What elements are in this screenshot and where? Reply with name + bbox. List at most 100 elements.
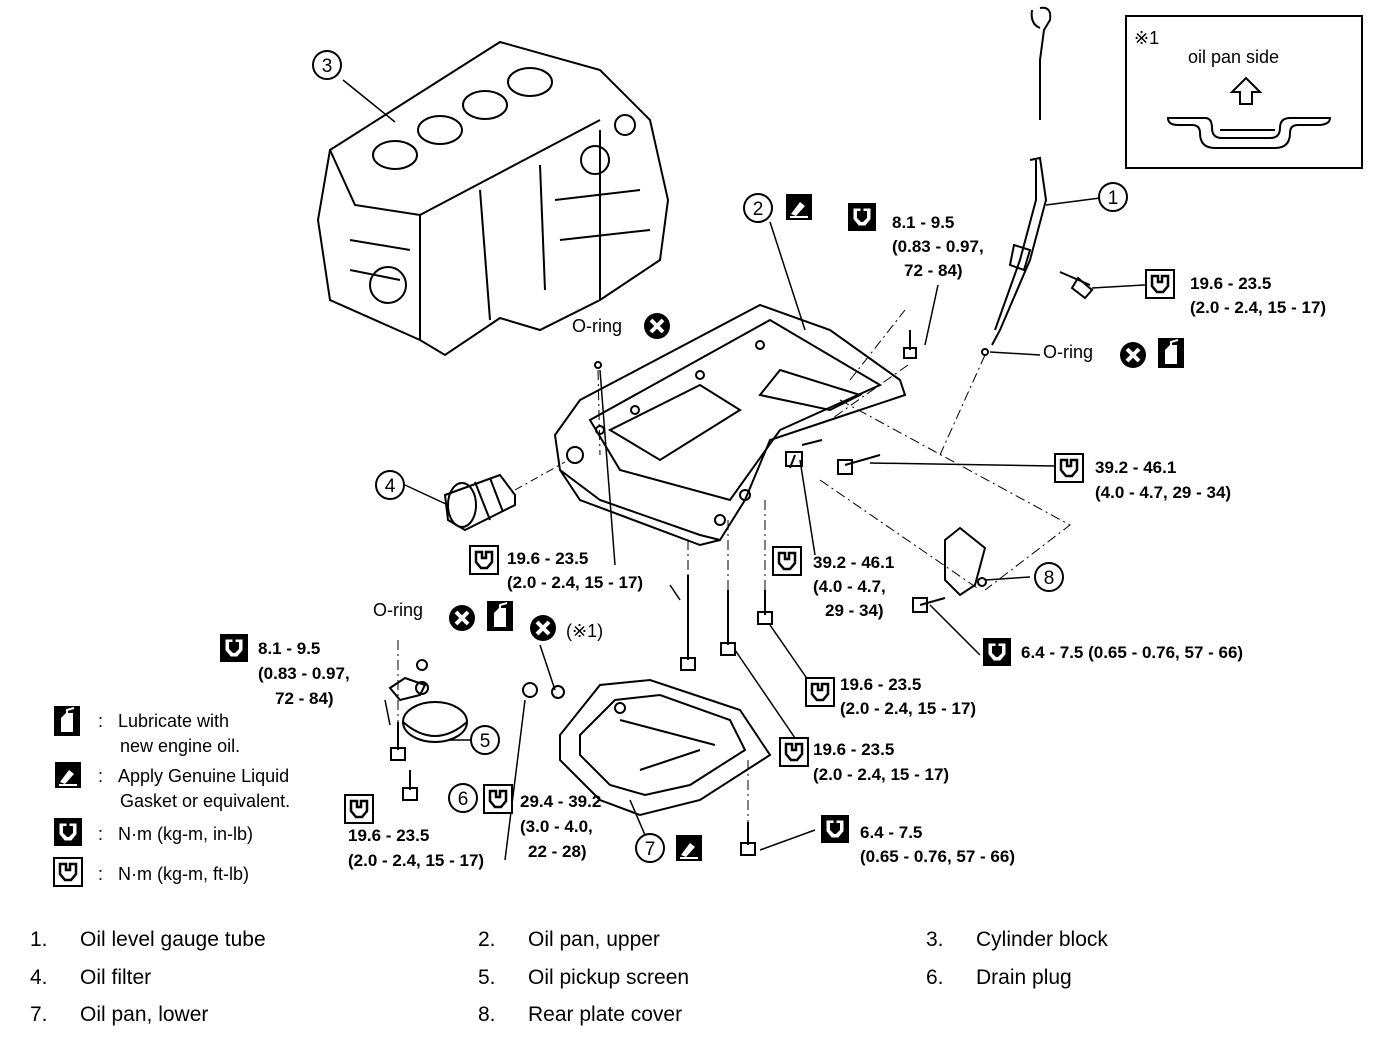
svg-text:6.4 - 7.5 (0.65 - 0.76, 57 -: 6.4 - 7.5 (0.65 - 0.76, 57 - 66): [1021, 643, 1243, 662]
oring-label: O-ring: [1043, 342, 1093, 362]
svg-text::: :: [98, 824, 103, 844]
svg-text:8.1 - 9.5: 8.1 - 9.5: [258, 639, 320, 658]
svg-text:6.4 - 7.5: 6.4 - 7.5: [860, 823, 922, 842]
svg-text:(2.0 - 2.4, 15 - 17): (2.0 - 2.4, 15 - 17): [813, 765, 949, 784]
ref-note: (※1): [566, 621, 603, 641]
cylinder-block: [316, 40, 670, 357]
svg-text:72 - 84): 72 - 84): [275, 689, 334, 708]
svg-text:7: 7: [645, 839, 656, 860]
torque-screen-bolt: 19.6 - 23.5 (2.0 - 2.4, 15 - 17): [348, 826, 484, 870]
callout-8: 8: [1034, 562, 1064, 592]
legend-torque-ftlb-icon: [52, 856, 84, 888]
oil-pan-lower: [559, 678, 772, 817]
guide-lines: [397, 309, 1071, 822]
svg-text:(2.0 - 2.4, 15 - 17): (2.0 - 2.4, 15 - 17): [1190, 298, 1326, 317]
gasket-icon: [675, 834, 703, 862]
torque-lower-inlb: 6.4 - 7.5 (0.65 - 0.76, 57 - 66): [860, 823, 1015, 866]
oring-label: O-ring: [572, 316, 622, 336]
svg-text:(2.0 - 2.4, 15 - 17): (2.0 - 2.4, 15 - 17): [507, 573, 643, 592]
torque-drain-plug: 29.4 - 39.2 (3.0 - 4.0, 22 - 28): [520, 792, 601, 861]
svg-text::: :: [98, 766, 103, 786]
replace-x-icon: [1118, 340, 1148, 370]
callout-3: 3: [312, 50, 342, 80]
torque-ftlb-icon: [771, 545, 803, 577]
svg-text:Gasket or equivalent.: Gasket or equivalent.: [120, 791, 290, 811]
oring-label: O-ring: [373, 600, 423, 620]
torque-lower-bolt-a: 19.6 - 23.5 (2.0 - 2.4, 15 - 17): [840, 675, 976, 718]
torque-inlb-icon: [219, 633, 249, 663]
svg-text:29 - 34): 29 - 34): [825, 601, 884, 620]
oil-level-gauge-tube: [991, 6, 1052, 346]
svg-text:39.2 - 46.1: 39.2 - 46.1: [1095, 458, 1176, 477]
torque-rear-bolt-b: 39.2 - 46.1 (4.0 - 4.7, 29 - 34): [813, 553, 894, 620]
torque-ftlb-icon: [468, 544, 500, 576]
svg-text:72 - 84): 72 - 84): [904, 261, 963, 280]
callout-7: 7: [635, 833, 665, 863]
svg-text:(2.0 - 2.4, 15 - 17): (2.0 - 2.4, 15 - 17): [348, 851, 484, 870]
torque-inlb-icon: [847, 202, 877, 232]
legend-torque-inlb-icon: [53, 817, 83, 847]
oil-can-icon: [486, 600, 514, 632]
torque-rear-bolt-a: 39.2 - 46.1 (4.0 - 4.7, 29 - 34): [1095, 458, 1231, 502]
svg-text::: :: [98, 711, 103, 731]
inset-oil-pan-side: ※1 oil pan side: [1125, 15, 1363, 169]
svg-text:5: 5: [480, 731, 491, 752]
bolts: [390, 271, 1094, 856]
part-item: 5.Oil pickup screen: [478, 966, 690, 989]
svg-text:(3.0 - 4.0,: (3.0 - 4.0,: [520, 817, 593, 836]
svg-text:19.6 - 23.5: 19.6 - 23.5: [507, 549, 588, 568]
replace-x-icon: [447, 603, 477, 633]
legend-gasket-icon: [54, 761, 82, 789]
callout-5: 5: [470, 725, 500, 755]
callout-2: 2: [743, 193, 773, 223]
svg-text:(0.65 - 0.76, 57 - 66): (0.65 - 0.76, 57 - 66): [860, 847, 1015, 866]
inset-label: oil pan side: [1188, 47, 1279, 67]
callout-4: 4: [375, 470, 405, 500]
svg-text:3: 3: [322, 56, 333, 77]
replace-x-icon: [642, 311, 672, 341]
torque-ftlb-icon: [804, 676, 836, 708]
svg-text:22 - 28): 22 - 28): [528, 842, 587, 861]
callout-1: 1: [1098, 182, 1128, 212]
torque-ftlb-icon: [778, 736, 810, 768]
torque-screen-inlb: 8.1 - 9.5 (0.83 - 0.97, 72 - 84): [258, 639, 350, 708]
part-item: 3.Cylinder block: [926, 928, 1108, 951]
svg-text:(4.0 - 4.7, 29 - 34): (4.0 - 4.7, 29 - 34): [1095, 483, 1231, 502]
torque-gauge-bolt: 19.6 - 23.5 (2.0 - 2.4, 15 - 17): [1190, 274, 1326, 317]
svg-text:2: 2: [753, 199, 764, 220]
torque-ftlb-icon: [482, 783, 514, 815]
arrow-up-icon: [1229, 76, 1263, 105]
svg-text:Lubricate with: Lubricate with: [118, 711, 229, 731]
rear-plate-cover: [944, 526, 987, 597]
svg-text:19.6 - 23.5: 19.6 - 23.5: [813, 740, 894, 759]
svg-text:19.6 - 23.5: 19.6 - 23.5: [840, 675, 921, 694]
svg-text:19.6 - 23.5: 19.6 - 23.5: [348, 826, 429, 845]
part-item: 8.Rear plate cover: [478, 1003, 683, 1026]
torque-ftlb-icon: [343, 793, 375, 825]
torque-ftlb-icon: [1053, 452, 1085, 484]
svg-text:(4.0 - 4.7,: (4.0 - 4.7,: [813, 577, 886, 596]
svg-text:(2.0 - 2.4, 15 - 17): (2.0 - 2.4, 15 - 17): [840, 699, 976, 718]
torque-lower-bolt-b: 19.6 - 23.5 (2.0 - 2.4, 15 - 17): [813, 740, 949, 784]
svg-text:(0.83 - 0.97,: (0.83 - 0.97,: [892, 237, 984, 256]
svg-text:1: 1: [1108, 188, 1119, 209]
torque-inlb-icon: [820, 814, 850, 844]
svg-text:29.4 - 39.2: 29.4 - 39.2: [520, 792, 601, 811]
legend-oil-can-icon: [53, 705, 81, 737]
leader-lines: [384, 221, 1146, 861]
torque-upper-pan: 8.1 - 9.5 (0.83 - 0.97, 72 - 84): [892, 213, 984, 280]
svg-text:19.6 - 23.5: 19.6 - 23.5: [1190, 274, 1271, 293]
svg-text::: :: [98, 864, 103, 884]
svg-text:N·m (kg-m, ft-lb): N·m (kg-m, ft-lb): [118, 864, 249, 884]
legend: : Lubricate with new engine oil. : Apply…: [98, 711, 290, 884]
oil-pickup-screen: [388, 676, 468, 743]
torque-inlb-icon: [982, 637, 1012, 667]
part-item: 7.Oil pan, lower: [30, 1003, 209, 1026]
part-item: 2.Oil pan, upper: [478, 928, 660, 951]
torque-ftlb-icon: [1144, 268, 1176, 300]
callout-6: 6: [448, 783, 478, 813]
svg-text:4: 4: [385, 476, 396, 497]
inset-ref: ※1: [1134, 28, 1159, 48]
oil-filter: [443, 473, 516, 532]
